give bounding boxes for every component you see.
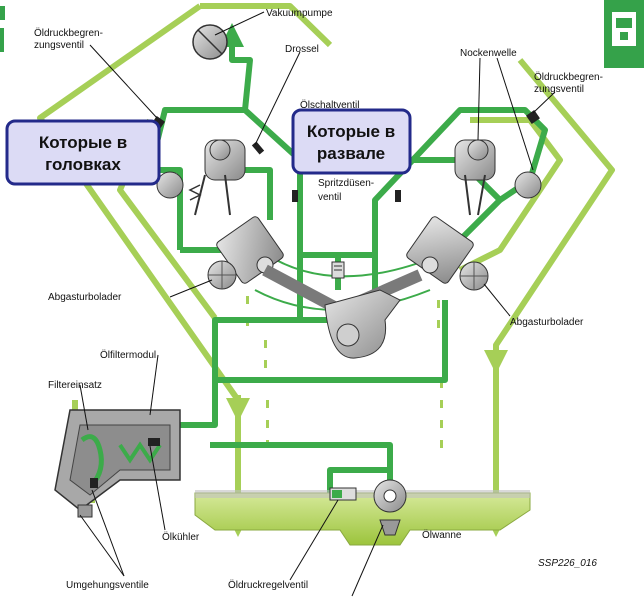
- oil-filter-module: [54, 409, 181, 518]
- left-cylinder-head: [156, 139, 246, 216]
- right-cylinder-head: [454, 139, 542, 216]
- label-oeldruckbegrenzungsventil-right-1: Öldruckbegren-: [534, 71, 603, 83]
- callout-middle-line2: развале: [317, 144, 385, 163]
- label-oelschaltventil: Ölschaltventil: [300, 99, 359, 111]
- callout-left: Которые в головках: [5, 119, 161, 186]
- label-abgasturbolader-left: Abgasturbolader: [48, 292, 122, 303]
- label-oeldruckbegrenzungsventil-left-2: zungsventil: [34, 40, 84, 51]
- right-turbocharger: [459, 261, 489, 291]
- label-oelwanne: Ölwanne: [422, 529, 462, 541]
- label-nockenwelle: Nockenwelle: [460, 48, 517, 59]
- callout-left-line2: головках: [45, 155, 121, 174]
- label-oelfiltermodul: Ölfiltermodul: [100, 349, 156, 361]
- label-vakuumpumpe: Vakuumpumpe: [266, 8, 333, 19]
- label-oeldruckbegrenzungsventil-right-2: zungsventil: [534, 84, 584, 95]
- label-oelkuehler: Ölkühler: [162, 531, 200, 543]
- oil-pan: [194, 490, 531, 546]
- label-figure-code: SSP226_016: [538, 558, 597, 569]
- label-umgehungsventile: Umgehungsventile: [66, 580, 149, 591]
- right-piston: [406, 216, 474, 284]
- left-edge-marks: [0, 6, 5, 52]
- left-turbocharger: [207, 260, 237, 290]
- label-drossel: Drossel: [285, 44, 319, 55]
- oil-can-icon: [604, 0, 644, 68]
- callout-middle: Которые в развале: [291, 108, 412, 175]
- label-spritzduesen-1: Spritzdüsen-: [318, 178, 374, 189]
- labels: Vakuumpumpe Öldruckbegren- zungsventil D…: [34, 8, 603, 591]
- callout-middle-line1: Которые в: [307, 122, 395, 141]
- label-filtereinsatz: Filtereinsatz: [48, 380, 102, 391]
- piston-spray-valve: [331, 261, 345, 279]
- callout-left-line1: Которые в: [39, 133, 127, 152]
- crankshaft: [262, 264, 423, 359]
- vacuum-pump: [192, 24, 228, 60]
- label-oeldruckbegrenzungsventil-left-1: Öldruckbegren-: [34, 27, 103, 39]
- oil-pump: [373, 479, 407, 536]
- label-oeldruckregelventil: Öldruckregelventil: [228, 579, 308, 591]
- oil-pressure-control-valve: [329, 487, 357, 501]
- leader-lines: [79, 11, 556, 597]
- label-abgasturbolader-right: Abgasturbolader: [510, 317, 584, 328]
- label-spritzduesen-2: ventil: [318, 192, 341, 203]
